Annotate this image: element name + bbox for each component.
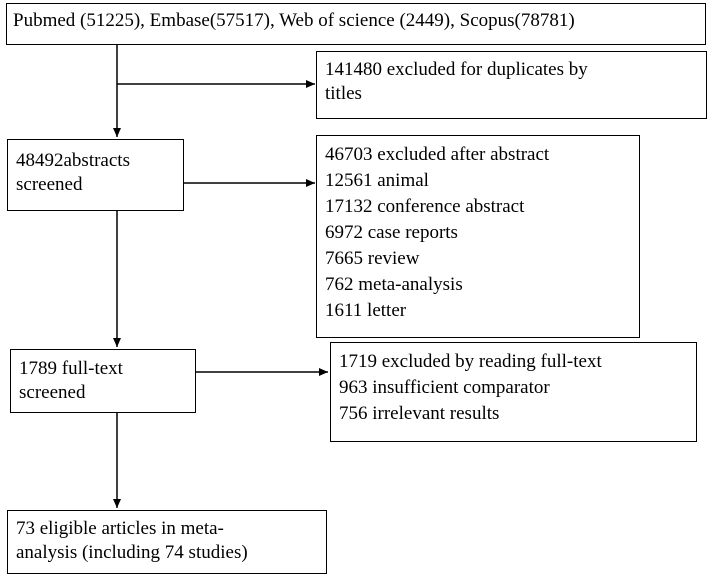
abstract-exclusions-box: 46703 excluded after abstract 12561 anim… (316, 135, 640, 338)
fulltext-exclusion-comparator: 963 insufficient comparator (339, 377, 550, 398)
fulltext-exclusion-total: 1719 excluded by reading full-text (339, 351, 602, 372)
fulltext-screened-box: 1789 full-text screened (10, 349, 196, 413)
abstracts-line-2: screened (16, 174, 83, 195)
fulltext-line-2: screened (19, 382, 86, 403)
fulltext-line-1: 1789 full-text (19, 358, 123, 379)
abstract-exclusion-review: 7665 review (325, 248, 420, 269)
abstract-exclusion-case-reports: 6972 case reports (325, 222, 458, 243)
fulltext-exclusions-box: 1719 excluded by reading full-text 963 i… (330, 342, 697, 442)
eligible-line-2: analysis (including 74 studies) (16, 542, 248, 563)
abstract-exclusion-animal: 12561 animal (325, 170, 429, 191)
eligible-line-1: 73 eligible articles in meta- (16, 518, 224, 539)
abstract-exclusion-meta-analysis: 762 meta-analysis (325, 274, 463, 295)
abstracts-screened-box: 48492abstracts screened (7, 139, 184, 211)
abstract-exclusion-letter: 1611 letter (325, 300, 407, 321)
abstracts-line-1: 48492abstracts (16, 150, 130, 171)
eligible-articles-box: 73 eligible articles in meta- analysis (… (7, 510, 327, 574)
abstract-exclusion-total: 46703 excluded after abstract (325, 144, 550, 165)
sources-text: Pubmed (51225), Embase(57517), Web of sc… (13, 10, 575, 31)
fulltext-exclusion-irrelevant: 756 irrelevant results (339, 403, 500, 424)
abstract-exclusion-conference: 17132 conference abstract (325, 196, 525, 217)
duplicates-line-2: titles (325, 83, 362, 104)
sources-box: Pubmed (51225), Embase(57517), Web of sc… (6, 3, 706, 45)
duplicates-excluded-box: 141480 excluded for duplicates by titles (316, 51, 707, 119)
duplicates-line-1: 141480 excluded for duplicates by (325, 59, 588, 80)
